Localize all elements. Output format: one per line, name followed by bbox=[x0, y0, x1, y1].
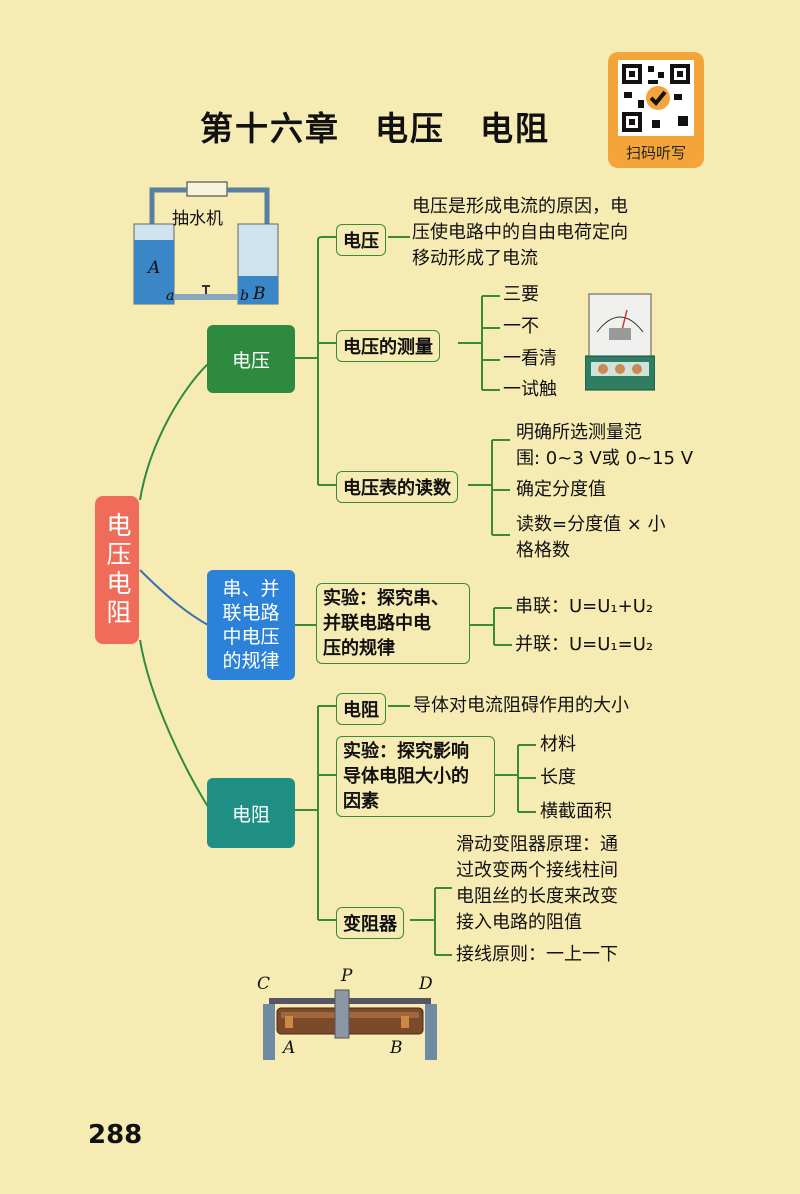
factor-item: 横截面积 bbox=[540, 801, 612, 822]
terminal-a: A bbox=[283, 1038, 296, 1058]
reading-point: 明确所选测量范 围: 0~3 V或 0~15 V bbox=[516, 422, 694, 469]
qr-label: 扫码听写 bbox=[625, 144, 686, 162]
rheostat-wiring-rule: 接线原则：一上一下 bbox=[456, 944, 618, 965]
resistance-def-label: 电阻 bbox=[336, 693, 386, 725]
water-pump-illustration: 抽水机 A B a b bbox=[132, 180, 292, 310]
resistance-def-text: 导体对电流阻碍作用的大小 bbox=[413, 695, 629, 716]
terminal-b: B bbox=[390, 1038, 403, 1058]
rheostat-principle: 滑动变阻器原理：通 过改变两个接线柱间 电阻丝的长度来改变 接入电路的阻值 bbox=[456, 834, 618, 933]
qr-code-badge[interactable]: 扫码听写 bbox=[608, 52, 704, 168]
node-series-parallel: 串、并 联电路 中电压 的规律 bbox=[207, 570, 295, 680]
series-rule: 串联：U=U₁+U₂ bbox=[515, 596, 654, 617]
letter-a-upper: A bbox=[148, 258, 161, 278]
factor-item: 材料 bbox=[540, 734, 576, 755]
letter-a-lower: a bbox=[166, 288, 175, 304]
reading-point: 读数=分度值 × 小 格格数 bbox=[516, 514, 666, 561]
measure-point: 一看清 bbox=[503, 348, 557, 369]
rheostat-label: 变阻器 bbox=[336, 907, 404, 939]
slider-p: P bbox=[341, 966, 353, 986]
series-parallel-experiment: 实验：探究串、 并联电路中电 压的规律 bbox=[316, 583, 470, 664]
pump-label: 抽水机 bbox=[172, 209, 223, 229]
rheostat-illustration: C P D A B bbox=[255, 966, 445, 1065]
voltage-def-label: 电压 bbox=[336, 224, 386, 256]
node-voltage: 电压 bbox=[207, 325, 295, 393]
node-resistance: 电阻 bbox=[207, 778, 295, 848]
qr-code-icon bbox=[618, 60, 694, 136]
measure-point: 一不 bbox=[503, 316, 539, 337]
root-node: 电压电阻 bbox=[95, 496, 139, 644]
terminal-d: D bbox=[419, 974, 433, 994]
voltage-measure-label: 电压的测量 bbox=[336, 330, 440, 362]
reading-point: 确定分度值 bbox=[516, 479, 606, 500]
resistance-experiment: 实验：探究影响 导体电阻大小的 因素 bbox=[336, 736, 495, 817]
chapter-title: 第十六章 电压 电阻 bbox=[200, 109, 550, 148]
voltmeter-illustration bbox=[584, 292, 656, 392]
terminal-c: C bbox=[257, 974, 271, 994]
parallel-rule: 并联：U=U₁=U₂ bbox=[515, 634, 654, 655]
voltage-reading-label: 电压表的读数 bbox=[336, 471, 458, 503]
page-number: 288 bbox=[88, 1120, 143, 1150]
measure-point: 三要 bbox=[503, 284, 539, 305]
letter-b-upper: B bbox=[253, 284, 266, 304]
letter-b-lower: b bbox=[240, 288, 249, 304]
factor-item: 长度 bbox=[540, 767, 576, 788]
measure-point: 一试触 bbox=[503, 379, 557, 400]
voltage-def-text: 电压是形成电流的原因，电 压使电路中的自由电荷定向 移动形成了电流 bbox=[412, 196, 628, 269]
